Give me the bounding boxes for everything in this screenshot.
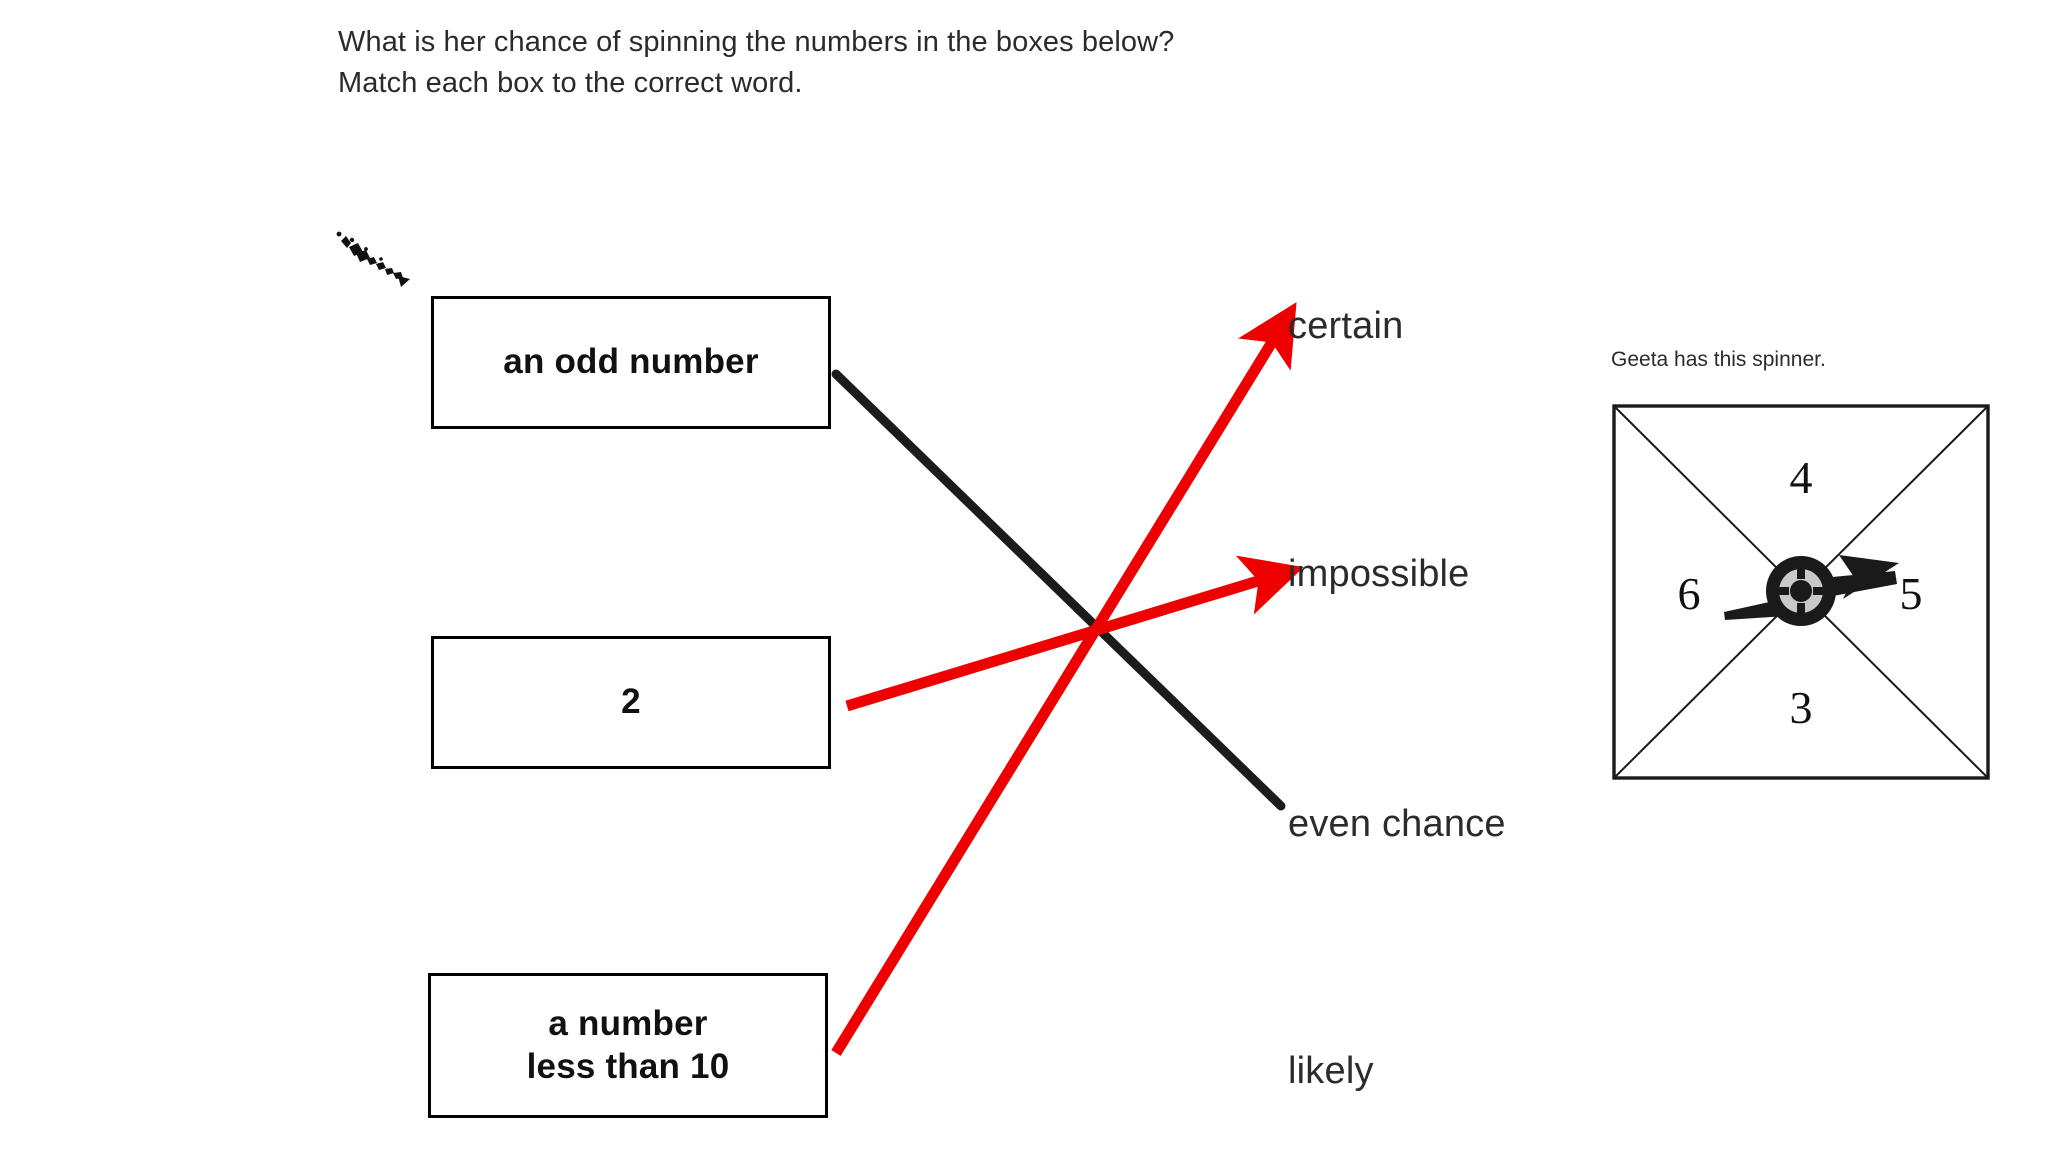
option-box-less-than-ten[interactable]: a number less than 10 [428,973,828,1118]
word-label-likely[interactable]: likely [1288,1050,1374,1092]
spinner-number-bottom: 3 [1790,682,1813,733]
word-label-impossible[interactable]: impossible [1288,553,1470,595]
spinner-number-right: 5 [1900,568,1923,619]
word-label-even-chance[interactable]: even chance [1288,803,1506,845]
spinner-number-left: 6 [1678,568,1701,619]
spinner-pointer[interactable] [1724,555,1899,626]
connector-odd-to-even-chance [831,369,1286,811]
spinner-caption: Geeta has this spinner. [1611,348,1826,371]
spinner-number-top: 4 [1790,452,1813,503]
spinner-diagram: 4 5 3 6 [1611,403,1991,781]
connector-lessthan-to-certain [831,302,1297,1056]
option-box-odd-number[interactable]: an odd number [431,296,831,429]
page-title: What is her chance of spinning the numbe… [338,26,1175,100]
word-label-certain[interactable]: certain [1288,305,1404,347]
connector-two-to-impossible [845,555,1304,712]
option-box-two[interactable]: 2 [431,636,831,769]
ink-scribble-mark [336,231,410,287]
